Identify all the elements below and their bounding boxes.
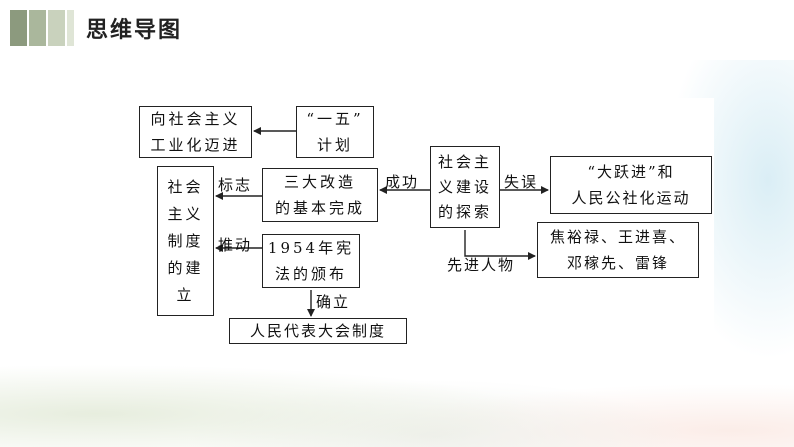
- title-accent-bar: [48, 10, 65, 46]
- node-role-models: 焦裕禄、王进喜、 邓稼先、雷锋: [537, 222, 699, 278]
- label-symbol: 标志: [218, 176, 253, 194]
- label-establish: 确立: [316, 293, 351, 311]
- node-socialist-exploration: 社会主 义建设 的探索: [430, 146, 500, 228]
- section-title: 思维导图: [86, 18, 183, 43]
- title-accent-bar: [10, 10, 27, 46]
- node-peoples-congress: 人民代表大会制度: [229, 318, 407, 344]
- node-socialist-system: 社会 主义 制度 的建 立: [157, 166, 214, 316]
- label-success: 成功: [385, 173, 420, 191]
- label-mistake: 失误: [504, 173, 539, 191]
- connector-pioneers: [464, 230, 536, 260]
- node-first-five-year-plan: “一五” 计划: [296, 106, 374, 158]
- title-accent-bar: [67, 10, 74, 46]
- node-great-leap-forward: “大跃进”和 人民公社化运动: [550, 156, 712, 214]
- title-accent-bar: [29, 10, 46, 46]
- label-promote: 推动: [218, 236, 253, 254]
- label-pioneers: 先进人物: [447, 256, 516, 274]
- node-industrialization: 向社会主义 工业化迈进: [139, 106, 252, 158]
- node-three-reforms: 三大改造 的基本完成: [262, 168, 378, 222]
- node-constitution-1954: 1954年宪 法的颁布: [262, 234, 360, 288]
- background-decoration-bottom: [0, 337, 794, 447]
